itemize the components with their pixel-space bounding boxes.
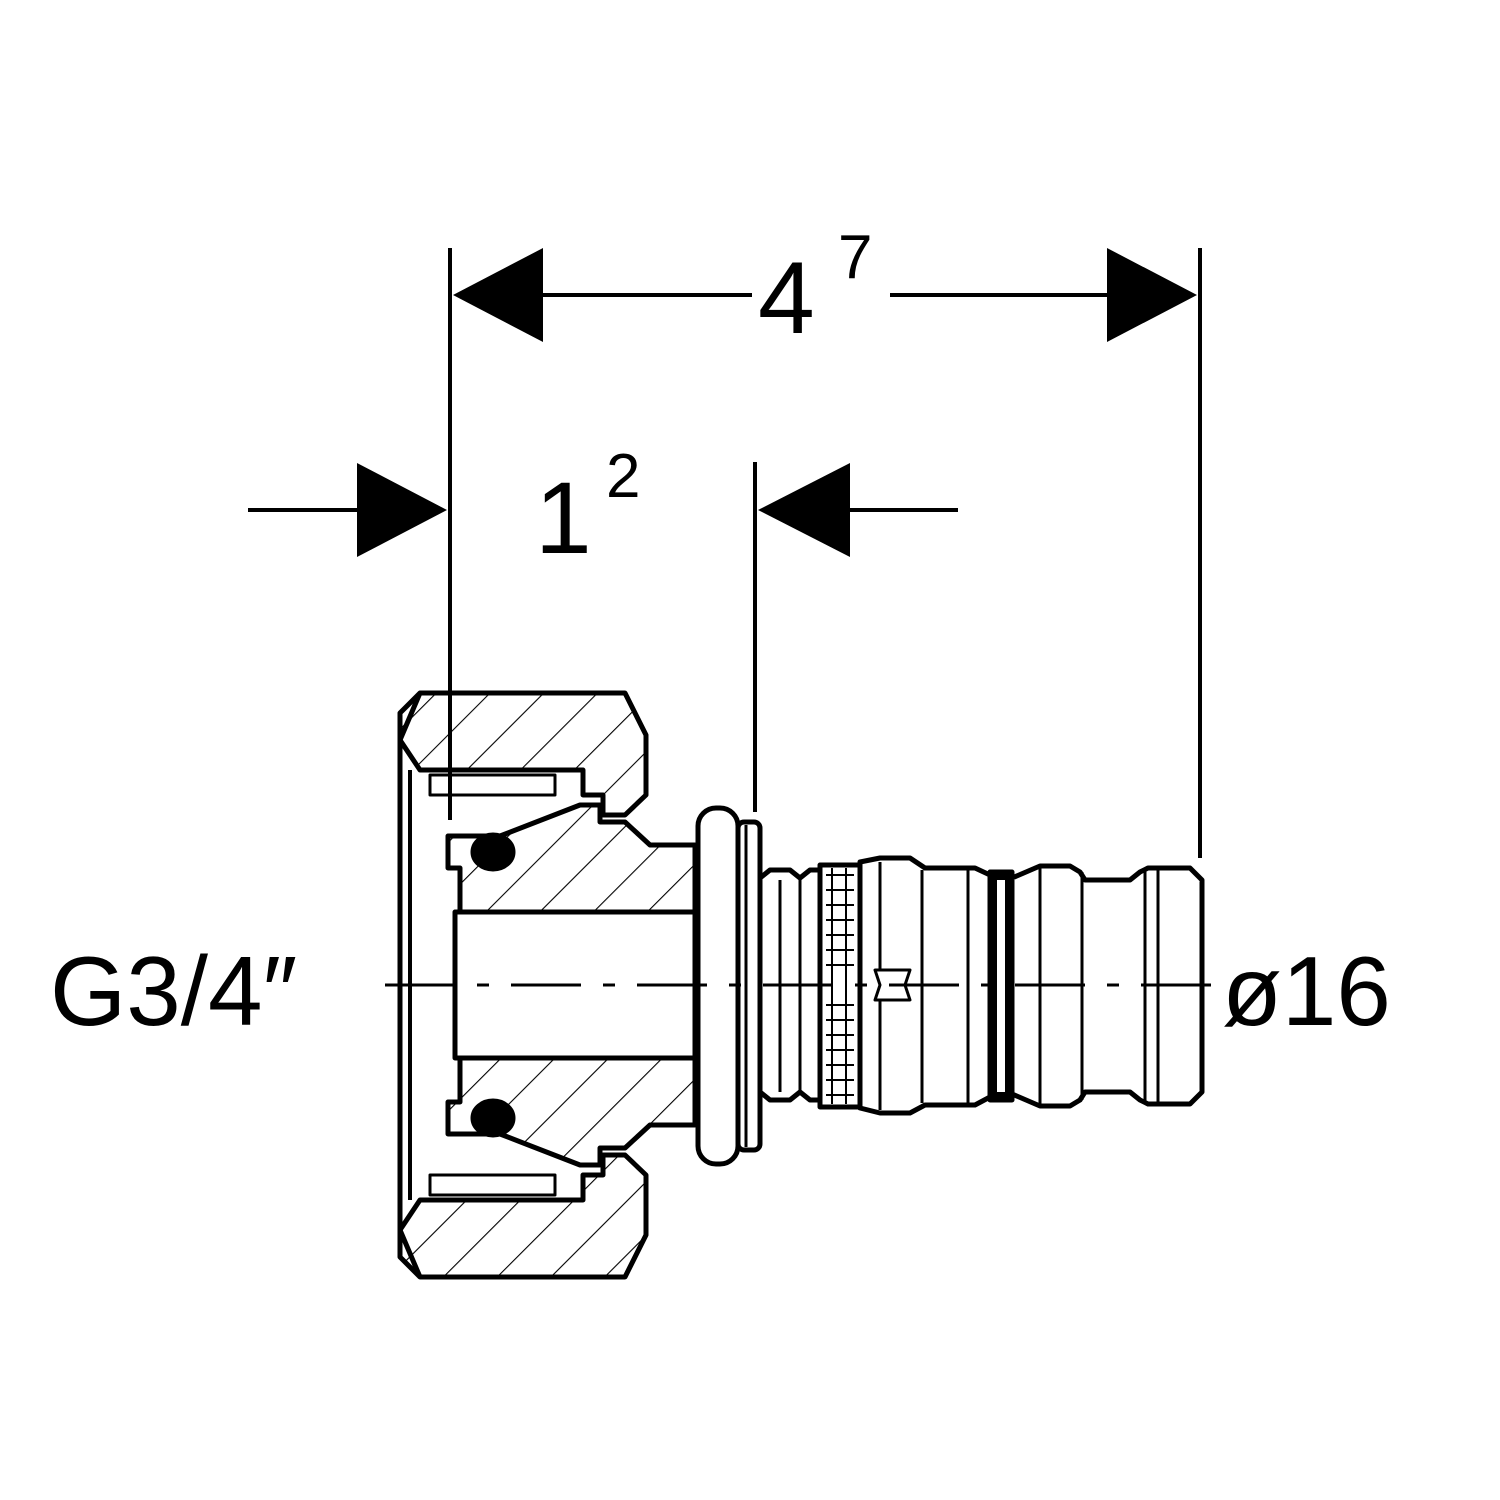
fitting-body [445, 802, 698, 1168]
collar [695, 805, 763, 1167]
o-ring-top [470, 832, 516, 872]
o-ring-bottom [470, 1098, 516, 1138]
nut-depth-superscript: 2 [606, 442, 640, 511]
arrow-head-in-right [758, 463, 850, 557]
pipe-diameter-label: ø16 [1222, 936, 1391, 1046]
collar-ring [735, 819, 763, 1153]
sealing-ring-gap [997, 880, 1005, 1092]
arrow-head-in-left [357, 463, 447, 557]
nut-depth-value: 1 [535, 461, 592, 575]
nut-bottom-wall [397, 1152, 649, 1280]
thread-relief-top [428, 773, 557, 797]
arrow-head-left [453, 248, 543, 342]
body-lower-section [445, 1055, 698, 1168]
nut-top-wall [397, 690, 649, 818]
overall-length-superscript: 7 [838, 223, 872, 292]
overall-length-dimension: 4 7 [448, 223, 1202, 858]
arrow-head-right [1107, 248, 1197, 342]
press-sleeve [757, 855, 1205, 1116]
union-nut [397, 690, 649, 1280]
body-upper-section [445, 802, 698, 915]
overall-length-value: 4 [758, 241, 815, 355]
thread-size-label: G3/4″ [50, 936, 297, 1046]
thread-relief-bottom [428, 1173, 557, 1197]
nut-depth-dimension: 1 2 [248, 442, 958, 812]
